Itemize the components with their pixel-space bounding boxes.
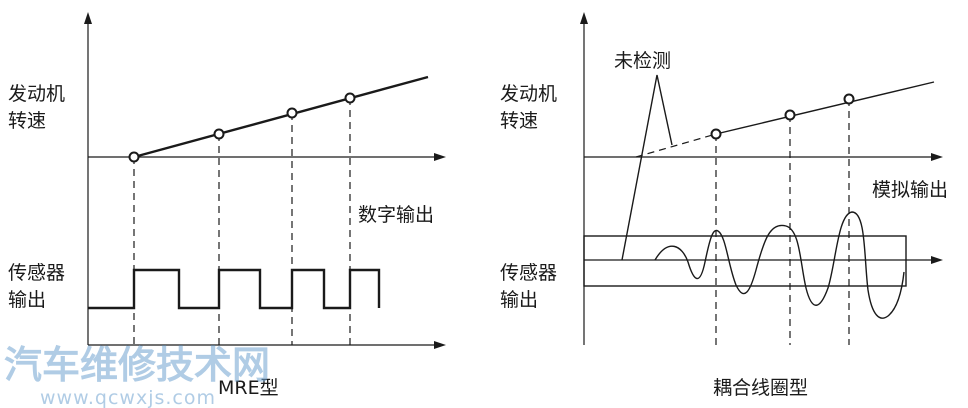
coil-sensor-axis-arrow — [931, 256, 943, 264]
coil-caption: 耦合线圈型 — [713, 377, 808, 399]
coil-sensor-label-line2: 输出 — [500, 289, 538, 311]
coil-detection-point — [843, 93, 855, 105]
mre-detection-point — [344, 92, 356, 104]
coil-rpm-label-line1: 发动机 — [500, 83, 557, 105]
watermark-title: 汽车维修技术网 — [4, 343, 270, 387]
mre-rpm-line — [133, 75, 429, 159]
mre-digital-output-label: 数字输出 — [358, 204, 434, 226]
coil-sensor-label-line1: 传感器 — [500, 262, 557, 284]
coil-rpm-line-undetected — [635, 133, 717, 158]
watermark: 汽车维修技术网 www.qcwxjs.com — [4, 343, 270, 408]
mre-rpm-label-line1: 发动机 — [8, 83, 65, 105]
mre-sensor-axis-arrow — [434, 341, 446, 349]
coil-rpm-axis-arrow — [931, 153, 943, 161]
watermark-url: www.qcwxjs.com — [40, 387, 216, 408]
mre-square-wave — [88, 268, 381, 310]
mre-rpm-label-line2: 转速 — [8, 110, 46, 132]
mre-sensor-label-line2: 输出 — [8, 289, 46, 311]
coil-detection-point — [784, 109, 796, 121]
coil-analog-wave — [654, 211, 905, 319]
coil-vertical-axis-arrow — [580, 12, 588, 24]
coil-threshold-band — [583, 235, 907, 287]
coil-rpm-line — [715, 81, 935, 135]
coil-undetected-spike — [621, 74, 673, 261]
mre-detection-point — [128, 151, 140, 163]
coil-panel: 未检测 发动机 转速 模拟输出 传感器 输出 耦合线圈型 — [500, 12, 948, 399]
mre-rpm-axis-arrow — [434, 153, 446, 161]
coil-analog-output-label: 模拟输出 — [872, 179, 948, 201]
mre-panel: 发动机 转速 数字输出 传感器 输出 MRE型 — [8, 12, 446, 399]
mre-sensor-label-line1: 传感器 — [8, 262, 65, 284]
mre-detection-point — [213, 128, 225, 140]
coil-rpm-label-line2: 转速 — [500, 110, 538, 132]
coil-undetected-label: 未检测 — [614, 50, 671, 72]
mre-vertical-axis-arrow — [84, 12, 92, 24]
coil-detection-point — [710, 128, 722, 140]
mre-caption: MRE型 — [218, 377, 279, 399]
mre-detection-point — [286, 107, 298, 119]
